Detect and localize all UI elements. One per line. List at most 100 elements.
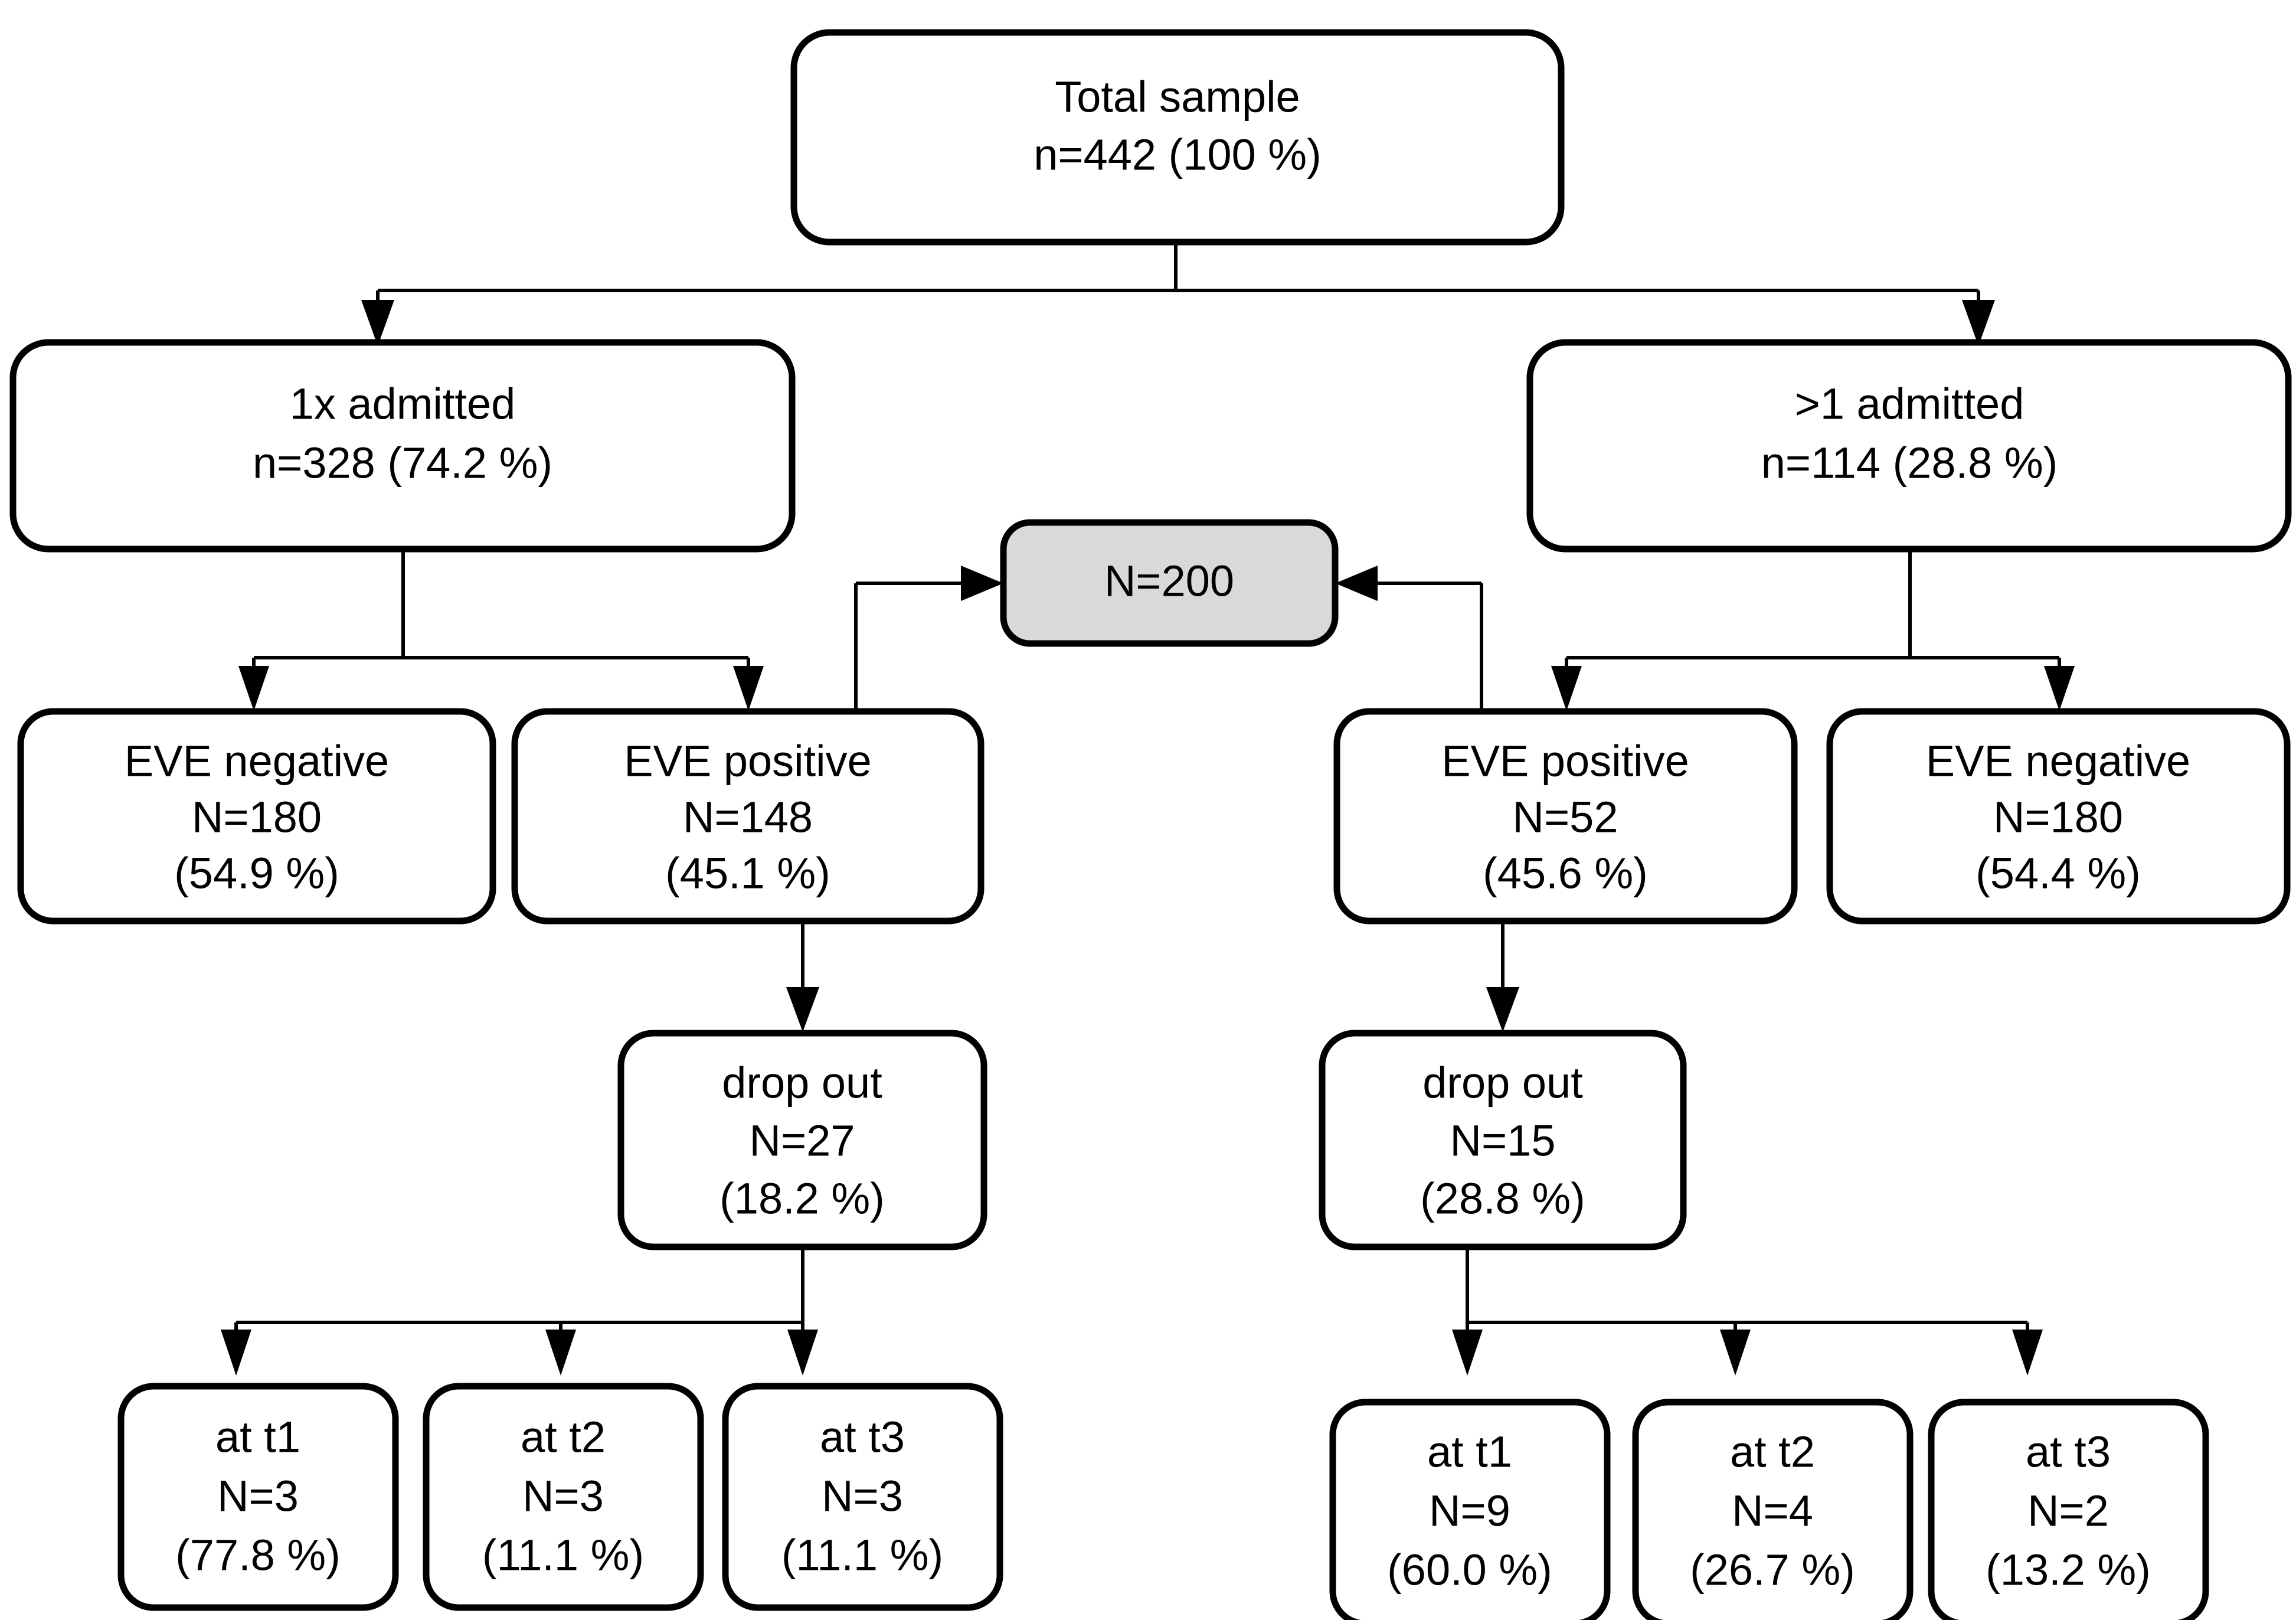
node-total-sample-line2: n=442 (100 %): [1033, 130, 1322, 179]
node-right-eve-positive[interactable]: EVE positive N=52 (45.6 %): [1333, 708, 1798, 925]
node-right-eve-positive-line3: (45.6 %): [1483, 849, 1648, 898]
node-left-eve-positive-line3: (45.1 %): [665, 849, 830, 898]
node-left-eve-positive-box[interactable]: [511, 708, 985, 925]
arrowhead-down: [2044, 666, 2075, 711]
connector-left-evepos-to-dropout: [786, 922, 819, 1032]
node-left-eve-positive-line1: EVE positive: [624, 737, 872, 786]
node-left-at-t2-line3: (11.1 %): [482, 1531, 644, 1580]
node-left-eve-negative-line1: EVE negative: [125, 737, 389, 786]
node-1x-admitted-line1: 1x admitted: [290, 380, 516, 429]
node-right-at-t3-line2: N=2: [2027, 1487, 2109, 1536]
node-left-dropout-line2: N=27: [750, 1116, 855, 1165]
node-gt1-admitted-line2: n=114 (28.8 %): [1761, 439, 2058, 488]
node-left-eve-positive-line2: N=148: [683, 793, 813, 842]
arrowhead-down: [1551, 666, 1582, 711]
node-left-at-t2[interactable]: at t2 N=3 (11.1 %): [423, 1383, 704, 1611]
node-total-sample-line1: Total sample: [1055, 73, 1300, 122]
node-right-at-t3-line3: (13.2 %): [1986, 1546, 2151, 1595]
node-left-dropout-line3: (18.2 %): [719, 1174, 885, 1223]
connector-total-to-admitted: [361, 243, 1995, 346]
node-right-dropout[interactable]: drop out N=15 (28.8 %): [1319, 1030, 1687, 1250]
node-gt1-admitted-box[interactable]: [1526, 339, 2292, 553]
node-right-at-t1[interactable]: at t1 N=9 (60.0 %): [1329, 1399, 1611, 1620]
node-right-at-t3-line1: at t3: [2026, 1428, 2111, 1477]
node-left-dropout-box[interactable]: [617, 1030, 987, 1250]
arrowhead-down: [361, 300, 394, 346]
node-left-at-t3-line3: (11.1 %): [781, 1531, 943, 1580]
arrowhead-down: [1962, 300, 1995, 346]
node-right-dropout-line1: drop out: [1422, 1059, 1583, 1108]
node-left-eve-positive[interactable]: EVE positive N=148 (45.1 %): [511, 708, 985, 925]
node-pooled-sample[interactable]: N=200: [1000, 519, 1339, 647]
node-right-eve-negative-line2: N=180: [1993, 793, 2123, 842]
node-right-at-t3-box[interactable]: [1928, 1399, 2209, 1620]
node-left-at-t3[interactable]: at t3 N=3 (11.1 %): [722, 1383, 1003, 1611]
node-left-eve-negative-line2: N=180: [192, 793, 322, 842]
node-right-at-t2-box[interactable]: [1632, 1399, 1914, 1620]
node-left-at-t1-line2: N=3: [217, 1472, 299, 1521]
node-pooled-sample-box[interactable]: [1000, 519, 1339, 647]
node-right-at-t1-box[interactable]: [1329, 1399, 1611, 1620]
node-right-eve-positive-line2: N=52: [1513, 793, 1618, 842]
arrowhead-down: [2012, 1330, 2043, 1376]
connector-right-evepos-to-dropout: [1486, 922, 1519, 1032]
arrowhead-left: [1335, 566, 1378, 601]
node-left-at-t1-box[interactable]: [117, 1383, 399, 1611]
node-right-eve-negative-box[interactable]: [1826, 708, 2291, 925]
node-left-at-t2-box[interactable]: [423, 1383, 704, 1611]
arrowhead-down: [238, 666, 269, 711]
node-left-eve-negative-line3: (54.9 %): [174, 849, 339, 898]
node-left-at-t1[interactable]: at t1 N=3 (77.8 %): [117, 1383, 399, 1611]
node-right-eve-positive-box[interactable]: [1333, 708, 1798, 925]
node-right-dropout-box[interactable]: [1319, 1030, 1687, 1250]
node-total-sample[interactable]: Total sample n=442 (100 %): [790, 29, 1565, 246]
node-right-at-t1-line2: N=9: [1429, 1487, 1510, 1536]
node-left-at-t2-line1: at t2: [521, 1413, 606, 1462]
node-1x-admitted[interactable]: 1x admitted n=328 (74.2 %): [9, 339, 796, 553]
arrowhead-down: [1720, 1330, 1751, 1376]
node-left-at-t2-line2: N=3: [522, 1472, 604, 1521]
node-left-at-t3-line2: N=3: [822, 1472, 903, 1521]
node-right-dropout-line3: (28.8 %): [1420, 1174, 1585, 1223]
node-right-dropout-line2: N=15: [1450, 1116, 1556, 1165]
node-right-eve-negative[interactable]: EVE negative N=180 (54.4 %): [1826, 708, 2291, 925]
node-left-at-t1-line3: (77.8 %): [175, 1531, 341, 1580]
node-left-at-t3-line1: at t3: [820, 1413, 905, 1462]
node-right-at-t1-line1: at t1: [1427, 1428, 1512, 1477]
arrowhead-down: [1452, 1330, 1483, 1376]
node-left-at-t3-box[interactable]: [722, 1383, 1003, 1611]
node-left-eve-negative-box[interactable]: [17, 708, 496, 925]
connector-1x-to-eve: [238, 550, 764, 711]
node-right-at-t2[interactable]: at t2 N=4 (26.7 %): [1632, 1399, 1914, 1620]
node-right-eve-negative-line3: (54.4 %): [1976, 849, 2141, 898]
arrowhead-right: [961, 566, 1003, 601]
node-1x-admitted-line2: n=328 (74.2 %): [253, 439, 552, 488]
arrowhead-down: [786, 987, 819, 1032]
node-left-at-t1-line1: at t1: [215, 1413, 300, 1462]
arrowhead-down: [787, 1330, 818, 1376]
node-right-at-t3[interactable]: at t3 N=2 (13.2 %): [1928, 1399, 2209, 1620]
arrowhead-down: [545, 1330, 576, 1376]
connector-right-dropout-to-timepoints: [1452, 1247, 2043, 1376]
node-1x-admitted-box[interactable]: [9, 339, 796, 553]
node-right-at-t2-line3: (26.7 %): [1690, 1546, 1855, 1595]
node-right-eve-negative-line1: EVE negative: [1926, 737, 2190, 786]
connector-gt1-to-eve: [1551, 550, 2075, 711]
arrowhead-down: [221, 1330, 251, 1376]
node-left-dropout[interactable]: drop out N=27 (18.2 %): [617, 1030, 987, 1250]
node-pooled-sample-label: N=200: [1104, 557, 1234, 606]
connector-left-evepos-to-pooled: [854, 566, 1003, 726]
node-right-at-t1-line3: (60.0 %): [1387, 1546, 1552, 1595]
connector-right-evepos-to-pooled: [1335, 566, 1483, 726]
connector-left-dropout-to-timepoints: [221, 1247, 818, 1376]
node-right-at-t2-line2: N=4: [1732, 1487, 1813, 1536]
node-gt1-admitted-line1: >1 admitted: [1795, 380, 2024, 429]
node-gt1-admitted[interactable]: >1 admitted n=114 (28.8 %): [1526, 339, 2292, 553]
arrowhead-down: [1486, 987, 1519, 1032]
node-total-sample-box[interactable]: [790, 29, 1565, 246]
node-left-dropout-line1: drop out: [722, 1059, 882, 1108]
arrowhead-down: [733, 666, 764, 711]
node-left-eve-negative[interactable]: EVE negative N=180 (54.9 %): [17, 708, 496, 925]
